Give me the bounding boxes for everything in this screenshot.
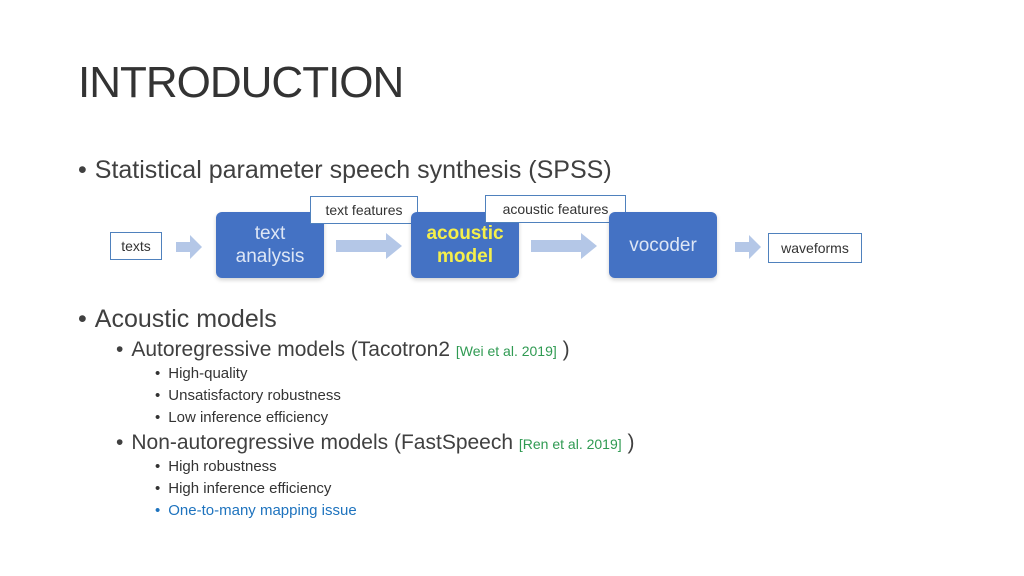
bullet-dot: •: [155, 458, 161, 475]
bullet-dot: •: [78, 156, 87, 184]
bullet-acoustic-models-text: Acoustic models: [94, 305, 277, 333]
text-analysis-block: text analysis: [216, 212, 324, 278]
bullet-dot: •: [116, 431, 124, 454]
text-features-label-box: text features: [310, 196, 418, 224]
non-autoregressive-close-paren: ): [627, 431, 635, 454]
input-texts-box: texts: [110, 232, 162, 260]
citation-ren-2019: [Ren et al. 2019]: [518, 436, 622, 452]
arrow-right-icon: [336, 233, 402, 259]
text-analysis-label: text analysis: [235, 223, 305, 267]
list-item-text: High-quality: [168, 365, 248, 382]
list-item: • Unsatisfactory robustness: [155, 387, 341, 404]
autoregressive-text: Autoregressive models (Tacotron2: [131, 338, 451, 361]
list-item-text: High inference efficiency: [168, 480, 332, 497]
arrow-right-icon: [735, 235, 761, 259]
autoregressive-close-paren: ): [562, 338, 570, 361]
bullet-dot: •: [155, 365, 161, 382]
bullet-spss: •Statistical parameter speech synthesis …: [78, 156, 612, 185]
list-item-text: One-to-many mapping issue: [168, 502, 357, 519]
non-autoregressive-text: Non-autoregressive models (FastSpeech: [131, 431, 514, 454]
acoustic-model-label: acoustic model: [426, 223, 504, 267]
bullet-dot: •: [78, 305, 87, 333]
citation-wei-2019: [Wei et al. 2019]: [455, 343, 557, 359]
vocoder-label: vocoder: [629, 234, 697, 256]
bullet-dot: •: [155, 502, 161, 519]
arrow-right-icon: [176, 235, 202, 259]
output-waveforms-box: waveforms: [768, 233, 862, 263]
list-item: • High inference efficiency: [155, 480, 331, 497]
acoustic-features-label-box: acoustic features: [485, 195, 626, 223]
bullet-dot: •: [155, 387, 161, 404]
list-item: • Low inference efficiency: [155, 409, 328, 426]
slide-title: INTRODUCTION: [78, 58, 404, 107]
acoustic-model-block: acoustic model: [411, 212, 519, 278]
vocoder-block: vocoder: [609, 212, 717, 278]
bullet-dot: •: [155, 409, 161, 426]
bullet-acoustic-models: •Acoustic models: [78, 305, 277, 334]
list-item: • High-quality: [155, 365, 247, 382]
list-item: • High robustness: [155, 458, 277, 475]
bullet-non-autoregressive: • Non-autoregressive models (FastSpeech […: [116, 431, 634, 455]
bullet-spss-text: Statistical parameter speech synthesis (…: [94, 156, 612, 184]
bullet-autoregressive: • Autoregressive models (Tacotron2 [Wei e…: [116, 338, 570, 362]
list-item-highlighted: • One-to-many mapping issue: [155, 502, 357, 519]
list-item-text: Low inference efficiency: [168, 409, 329, 426]
bullet-dot: •: [116, 338, 124, 361]
arrow-right-icon: [531, 233, 597, 259]
list-item-text: High robustness: [168, 458, 277, 475]
bullet-dot: •: [155, 480, 161, 497]
list-item-text: Unsatisfactory robustness: [168, 387, 341, 404]
